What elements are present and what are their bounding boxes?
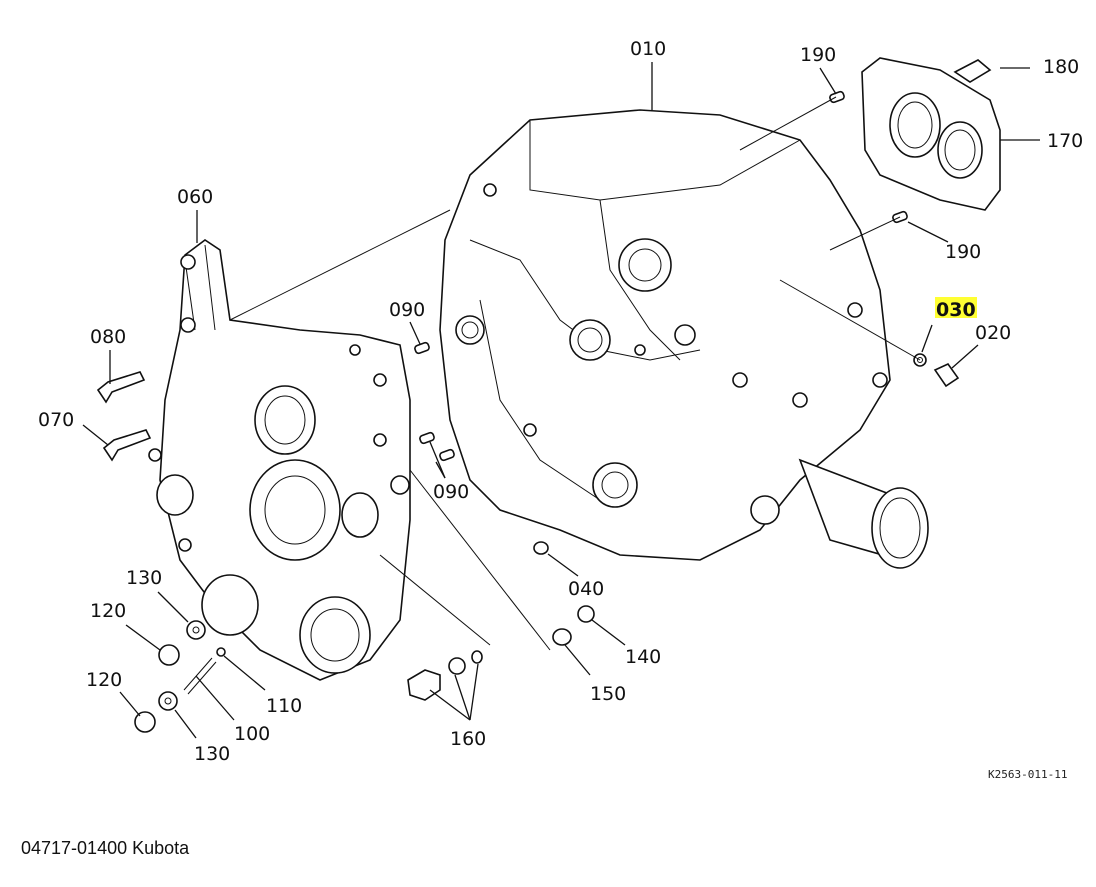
callout-030[interactable]: 030 (936, 299, 976, 321)
part-caption: 04717-01400 Kubota (21, 838, 190, 858)
exploded-parts-diagram: 010 020 030 040 060 070 080 090 090 100 … (38, 38, 1083, 781)
callout-090-top[interactable]: 090 (389, 299, 425, 321)
leader-lines (82, 62, 1040, 739)
callout-120-bottom[interactable]: 120 (86, 669, 122, 691)
diagram-reference-code: K2563-011-11 (988, 768, 1067, 781)
callout-130-top[interactable]: 130 (126, 567, 162, 589)
callout-160[interactable]: 160 (450, 728, 486, 750)
callout-180[interactable]: 180 (1043, 56, 1079, 78)
transmission-case (439, 109, 929, 569)
highlight-030 (935, 297, 977, 318)
callout-040[interactable]: 040 (568, 578, 604, 600)
callout-190-top[interactable]: 190 (800, 44, 836, 66)
small-parts (96, 59, 992, 733)
gasket-plate (861, 57, 1001, 211)
callout-120-top[interactable]: 120 (90, 600, 126, 622)
callout-010[interactable]: 010 (630, 38, 666, 60)
callout-140[interactable]: 140 (625, 646, 661, 668)
front-cover (148, 239, 411, 681)
callout-060[interactable]: 060 (177, 186, 213, 208)
callout-100[interactable]: 100 (234, 723, 270, 745)
callout-170[interactable]: 170 (1047, 130, 1083, 152)
callout-150[interactable]: 150 (590, 683, 626, 705)
callout-090-bottom[interactable]: 090 (433, 481, 469, 503)
callout-labels: 010 020 030 040 060 070 080 090 090 100 … (38, 38, 1083, 765)
callout-190-bottom[interactable]: 190 (945, 241, 981, 263)
callout-130-bottom[interactable]: 130 (194, 743, 230, 765)
callout-070[interactable]: 070 (38, 409, 74, 431)
callout-110[interactable]: 110 (266, 695, 302, 717)
callout-080[interactable]: 080 (90, 326, 126, 348)
callout-020[interactable]: 020 (975, 322, 1011, 344)
